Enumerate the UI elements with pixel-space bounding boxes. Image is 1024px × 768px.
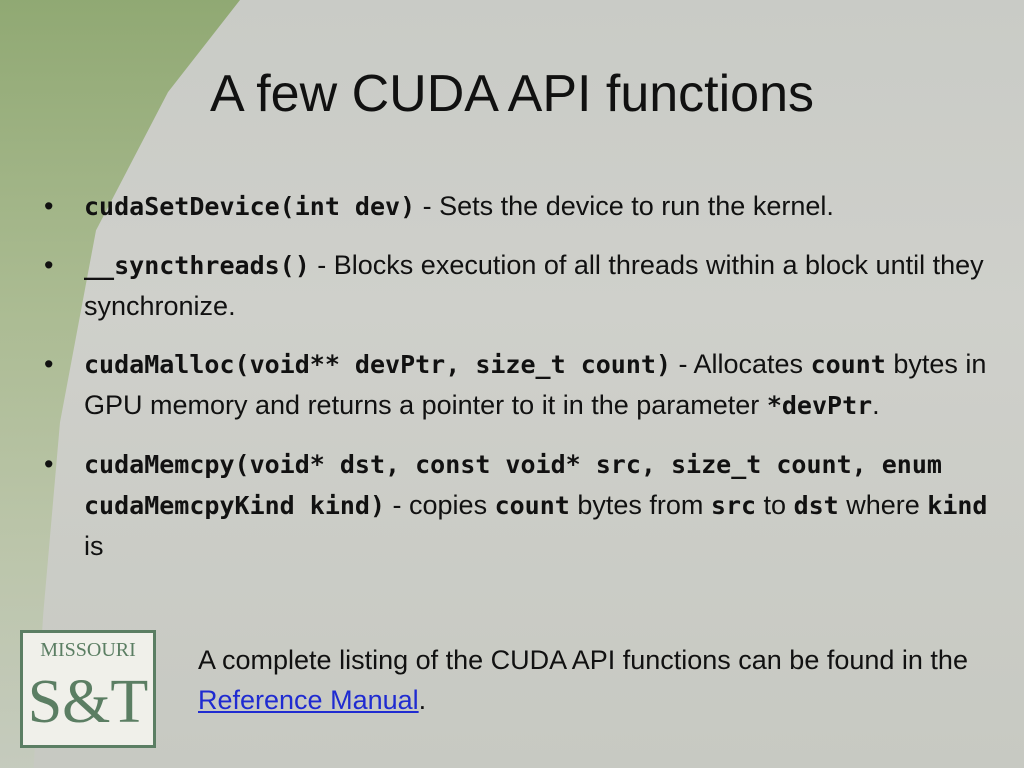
description-part: to [756, 490, 794, 520]
function-signature: cudaSetDevice(int dev) [84, 192, 416, 221]
footer-prefix: A complete listing of the CUDA API funct… [198, 645, 968, 675]
inline-code: *devPtr [766, 391, 873, 420]
footer-suffix: . [418, 685, 427, 715]
reference-manual-link[interactable]: Reference Manual [198, 685, 419, 715]
description-part: is [84, 531, 104, 561]
description-part: where [838, 490, 928, 520]
slide-title: A few CUDA API functions [209, 65, 815, 123]
footer-note: A complete listing of the CUDA API funct… [198, 640, 1024, 720]
bullet-cudamemcpy: cudaMemcpy(void* dst, const void* src, s… [44, 444, 1004, 566]
description-part: - Allocates [671, 349, 811, 379]
inline-code: src [710, 491, 757, 520]
university-logo: MISSOURI S&T [20, 630, 156, 748]
inline-code: kind [927, 491, 988, 520]
description-part: . [872, 390, 880, 420]
logo-text: MISSOURI [40, 639, 136, 661]
logo-mark: S&T [27, 668, 149, 736]
bullet-list: cudaSetDevice(int dev) - Sets the device… [44, 186, 1004, 584]
function-description: - Sets the device to run the kernel. [415, 191, 834, 221]
bullet-syncthreads: __syncthreads() - Blocks execution of al… [44, 245, 1004, 326]
description-part: bytes in GPU memory and returns a pointe… [84, 349, 987, 420]
function-description: - Blocks execution of all threads within… [84, 250, 984, 321]
bullet-cudasetdevice: cudaSetDevice(int dev) - Sets the device… [44, 186, 1004, 227]
bullet-cudamalloc: cudaMalloc(void** devPtr, size_t count) … [44, 344, 1004, 426]
inline-code: dst [793, 491, 839, 520]
function-signature: __syncthreads() [84, 251, 310, 280]
function-signature: cudaMalloc(void** devPtr, size_t count) [84, 350, 671, 379]
description-part: - copies [385, 490, 495, 520]
function-signature: cudaMemcpy(void* dst, const void* src, s… [84, 450, 942, 520]
inline-code: count [494, 491, 570, 520]
description-part: bytes from [569, 490, 711, 520]
inline-code: count [810, 350, 886, 379]
